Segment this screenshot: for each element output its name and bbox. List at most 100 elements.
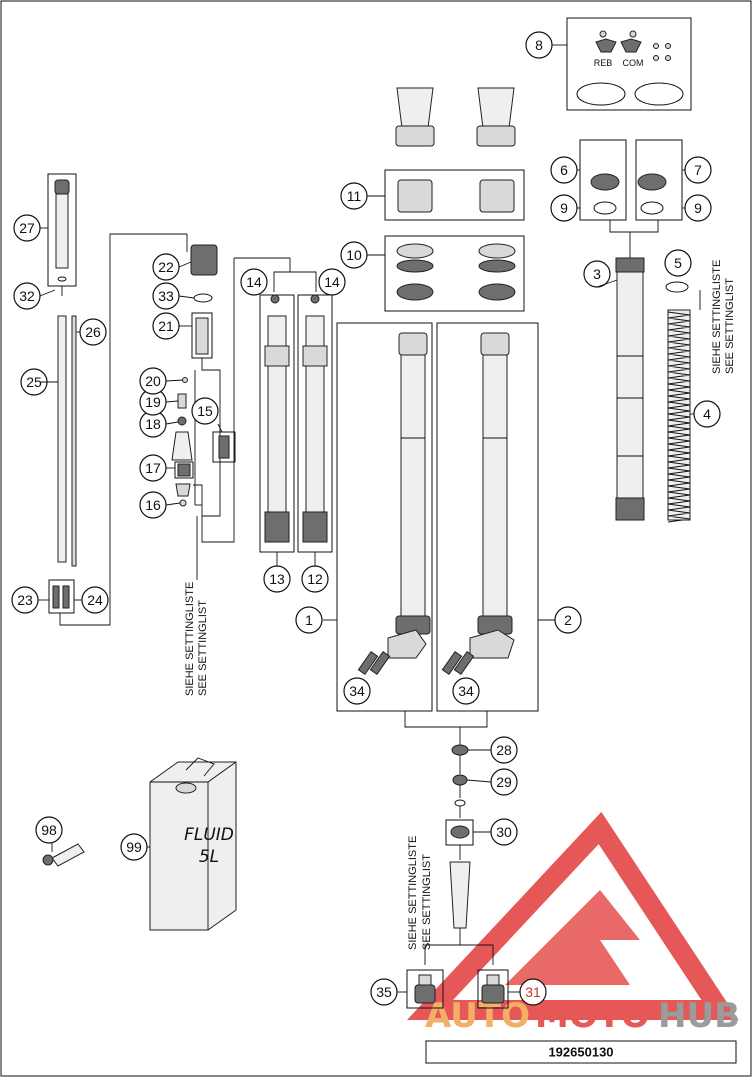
callout-20[interactable]: 20 xyxy=(139,367,167,395)
svg-text:10: 10 xyxy=(346,247,362,263)
callout-9-left[interactable]: 9 xyxy=(550,194,578,222)
svg-text:9: 9 xyxy=(560,200,568,216)
box-item-7 xyxy=(635,139,683,221)
box-item-8 xyxy=(566,17,692,111)
rod-item-25 xyxy=(57,315,67,563)
svg-text:2: 2 xyxy=(564,612,572,628)
svg-text:98: 98 xyxy=(41,822,57,838)
outer-tube-item-3 xyxy=(615,257,645,521)
fluid-can-item-99: FLUID 5L xyxy=(149,757,237,931)
adjuster-reb-part xyxy=(595,38,617,53)
callout-21[interactable]: 21 xyxy=(152,312,180,340)
group-item-10 xyxy=(367,235,525,312)
callout-32[interactable]: 32 xyxy=(13,282,41,310)
callout-30[interactable]: 30 xyxy=(490,818,518,846)
callout-13[interactable]: 13 xyxy=(263,565,291,593)
group-item-8: REB COM xyxy=(551,17,692,111)
callout-31[interactable]: 31 xyxy=(519,978,547,1006)
callout-1[interactable]: 1 xyxy=(295,606,323,634)
svg-text:6: 6 xyxy=(560,162,568,178)
svg-text:7: 7 xyxy=(694,162,702,178)
o-ring-left xyxy=(576,82,626,106)
spring-item-4 xyxy=(667,309,691,523)
grease-tube-item-98 xyxy=(42,843,85,867)
svg-text:34: 34 xyxy=(458,683,474,699)
label-settinglist-de-center: SIEHE SETTINGLISTE xyxy=(184,582,196,696)
watermark-text-auto: AUTO xyxy=(425,996,530,1036)
svg-text:30: 30 xyxy=(496,824,512,840)
svg-text:23: 23 xyxy=(17,592,33,608)
o-ring-right xyxy=(634,82,684,106)
callout-29[interactable]: 29 xyxy=(490,768,518,796)
svg-text:9: 9 xyxy=(694,200,702,216)
callout-18[interactable]: 18 xyxy=(139,410,167,438)
svg-text:99: 99 xyxy=(126,839,142,855)
callout-98[interactable]: 98 xyxy=(35,816,63,844)
box-item-30 xyxy=(445,819,474,846)
callouts: 1 2 3 4 5 6 7 8 9 9 10 11 12 13 14 14 15… xyxy=(11,31,721,1006)
callout-19[interactable]: 19 xyxy=(139,388,167,416)
callout-17[interactable]: 17 xyxy=(139,454,167,482)
callout-10[interactable]: 10 xyxy=(340,241,368,269)
callout-8[interactable]: 8 xyxy=(525,31,553,59)
group-items-12-13-14 xyxy=(259,258,333,566)
svg-text:21: 21 xyxy=(158,318,174,334)
watermark-triangle-inner xyxy=(505,890,640,985)
group-items-1-2 xyxy=(323,322,555,745)
callout-11[interactable]: 11 xyxy=(340,182,368,210)
adjuster-com-part xyxy=(620,38,642,53)
callout-16[interactable]: 16 xyxy=(139,491,167,519)
callout-9-right[interactable]: 9 xyxy=(684,194,712,222)
callout-33[interactable]: 33 xyxy=(152,282,180,310)
box-item-31 xyxy=(477,969,509,1009)
part-number-box xyxy=(425,1040,737,1064)
callout-35[interactable]: 35 xyxy=(370,978,398,1006)
group-items-23-27 xyxy=(39,173,111,626)
svg-text:16: 16 xyxy=(145,497,161,513)
callout-6[interactable]: 6 xyxy=(550,156,578,184)
box-items-23-24 xyxy=(48,579,75,614)
callout-3[interactable]: 3 xyxy=(583,260,611,288)
group-items-28-31-35 xyxy=(406,744,509,1009)
svg-text:11: 11 xyxy=(347,188,362,204)
svg-text:31: 31 xyxy=(525,984,541,1000)
callout-12[interactable]: 12 xyxy=(301,565,329,593)
connector-left-frame xyxy=(201,258,235,543)
callout-22[interactable]: 22 xyxy=(152,253,180,281)
svg-text:27: 27 xyxy=(19,220,35,236)
callout-28[interactable]: 28 xyxy=(490,736,518,764)
callout-24[interactable]: 24 xyxy=(81,586,109,614)
group-items-6-7 xyxy=(575,139,687,258)
svg-text:28: 28 xyxy=(496,742,512,758)
callout-99[interactable]: 99 xyxy=(120,833,148,861)
callout-2[interactable]: 2 xyxy=(554,606,582,634)
callout-14-right[interactable]: 14 xyxy=(318,268,346,296)
callout-34-left[interactable]: 34 xyxy=(343,677,371,705)
label-com: COM xyxy=(623,58,644,68)
label-settinglist-de-bottom: SIEHE SETTINGLISTE xyxy=(407,836,419,950)
svg-text:5: 5 xyxy=(674,255,682,271)
svg-text:14: 14 xyxy=(324,274,340,290)
callout-26[interactable]: 26 xyxy=(79,318,107,346)
svg-text:26: 26 xyxy=(85,324,101,340)
callout-7[interactable]: 7 xyxy=(684,156,712,184)
callout-23[interactable]: 23 xyxy=(11,586,39,614)
callout-4[interactable]: 4 xyxy=(693,400,721,428)
svg-text:14: 14 xyxy=(246,274,262,290)
svg-text:8: 8 xyxy=(535,37,543,53)
can-label-volume: 5L xyxy=(199,847,219,867)
label-settinglist-en-bottom: SEE SETTINGLIST xyxy=(421,854,433,950)
callout-14-left[interactable]: 14 xyxy=(240,268,268,296)
callout-15[interactable]: 15 xyxy=(191,397,219,425)
svg-text:33: 33 xyxy=(158,288,174,304)
part-number: 192650130 xyxy=(548,1045,613,1060)
svg-text:22: 22 xyxy=(158,259,174,275)
callout-34-right[interactable]: 34 xyxy=(452,677,480,705)
callout-27[interactable]: 27 xyxy=(13,214,41,242)
callout-5[interactable]: 5 xyxy=(664,249,692,277)
rod-item-26 xyxy=(71,315,77,567)
svg-text:29: 29 xyxy=(496,774,512,790)
group-item-11 xyxy=(367,169,525,221)
